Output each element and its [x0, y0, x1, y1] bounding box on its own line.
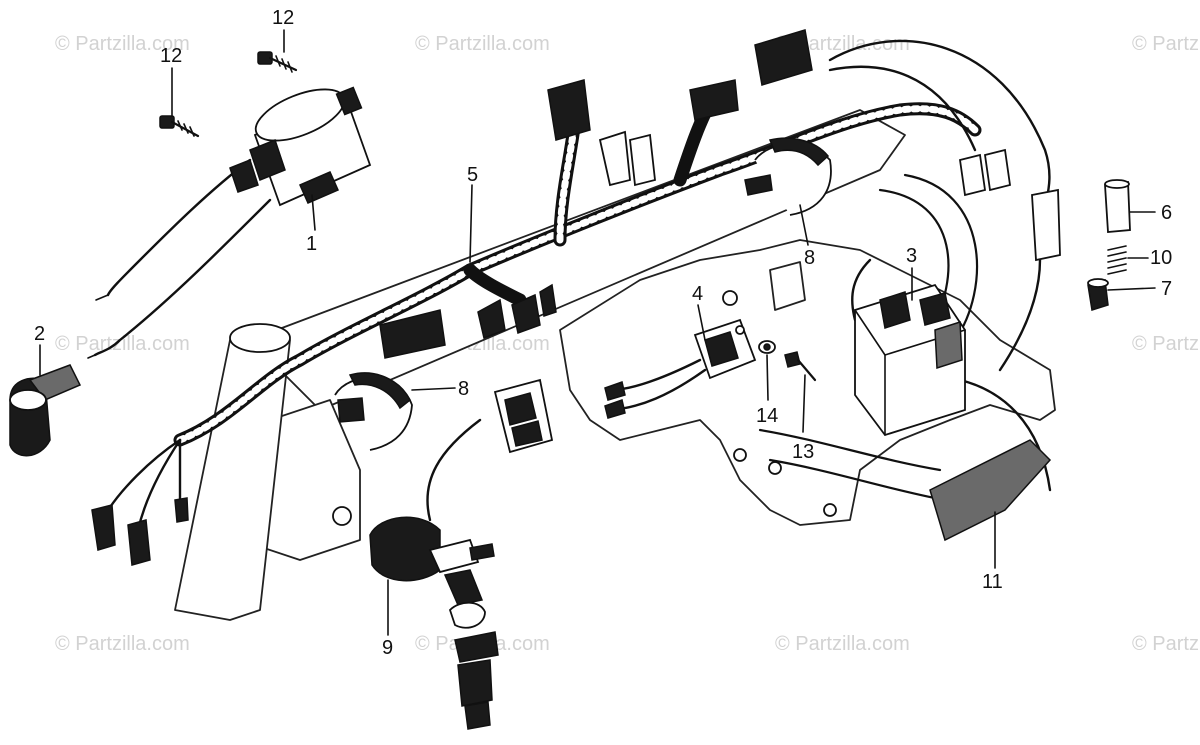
callout-14: 14	[756, 405, 778, 427]
leader-lines	[39, 29, 1156, 636]
callout-8-lower: 8	[458, 378, 469, 400]
spark-plug-cap	[9, 364, 82, 457]
callout-9: 9	[382, 637, 393, 659]
left-wire-connectors	[87, 294, 189, 566]
harness-band-upper	[744, 137, 832, 216]
fuse-box	[493, 378, 554, 454]
callout-10: 10	[1150, 247, 1172, 269]
harness-band-lower	[334, 372, 413, 451]
callout-12-lower: 12	[160, 45, 182, 67]
callout-2: 2	[34, 323, 45, 345]
voltage-regulator	[604, 318, 757, 419]
callout-8-upper: 8	[804, 247, 815, 269]
watermark: © Partzilla.com	[55, 633, 190, 655]
watermark: © Partzilla.com	[55, 333, 190, 355]
ignition-coil	[229, 86, 372, 207]
callout-3: 3	[906, 245, 917, 267]
callout-5: 5	[467, 164, 478, 186]
callout-11: 11	[982, 571, 1003, 593]
callout-numbers: 1 2 3 4 5 6 7 8 8 9 10 11 12 12 13 14	[34, 7, 1172, 659]
callout-13: 13	[792, 441, 814, 463]
watermark: © Partzilla.com	[1132, 33, 1200, 55]
watermark: © Partzilla.com	[415, 33, 550, 55]
regulator-bolt	[784, 351, 817, 382]
ignition-keys	[448, 601, 499, 730]
fuse-holder-cap	[1104, 179, 1131, 233]
callout-6: 6	[1161, 202, 1172, 224]
battery	[854, 283, 966, 437]
callout-7: 7	[1161, 278, 1172, 300]
regulator-washer	[758, 340, 776, 354]
watermark: © Partzilla.com	[775, 633, 910, 655]
watermark: © Partzilla.com	[55, 33, 190, 55]
fuse-holder-nut	[1087, 278, 1109, 311]
ignition-switch	[369, 516, 495, 606]
right-wire-connectors	[958, 148, 1061, 262]
callout-12-upper: 12	[272, 7, 294, 29]
battery-strap	[929, 439, 1052, 542]
bolt-upper	[257, 51, 298, 73]
watermark: © Partzilla.com	[1132, 633, 1200, 655]
bolt-lower	[159, 115, 200, 138]
fuse-spring	[1107, 245, 1127, 275]
callout-1: 1	[306, 233, 317, 255]
top-couplers	[547, 29, 813, 187]
watermark: © Partzilla.com	[1132, 333, 1200, 355]
center-couplers	[379, 283, 557, 359]
callout-4: 4	[692, 283, 703, 305]
